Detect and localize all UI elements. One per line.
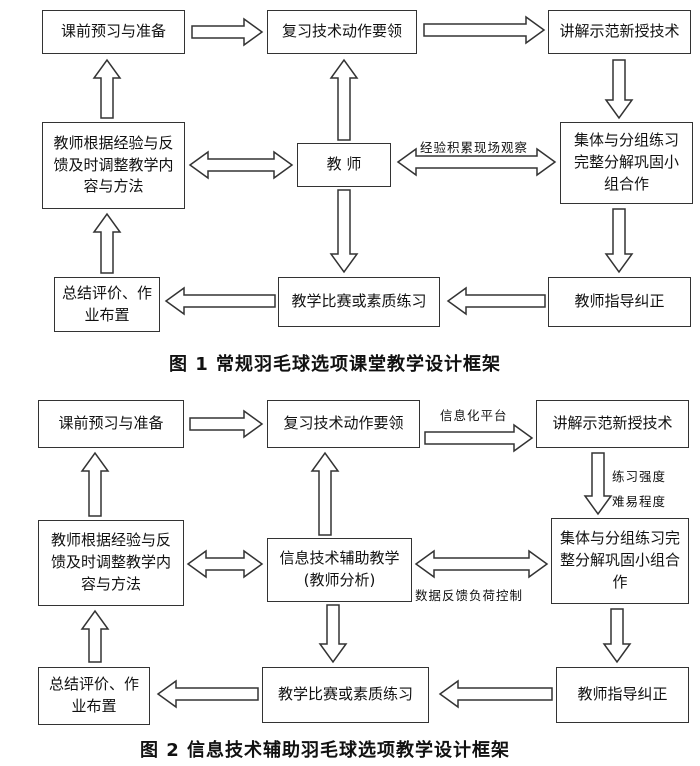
fig1-arrow-teacher-competition bbox=[329, 189, 359, 274]
fig2-arrow-explain-practice bbox=[583, 452, 613, 516]
fig2-feedback-label: 数据反馈负荷控制 bbox=[415, 588, 524, 603]
fig1-caption: 图 1 常规羽毛球选项课堂教学设计框架 bbox=[169, 354, 502, 375]
fig2-competition-box: 教学比赛或素质练习 bbox=[262, 667, 429, 723]
fig2-review-text: 复习技术动作要领 bbox=[283, 414, 404, 433]
fig2-teacher-box: 信息技术辅助教学(教师分析) bbox=[267, 538, 412, 602]
fig1-practice-group-box: 集体与分组练习完整分解巩固小组合作 bbox=[560, 122, 693, 204]
fig2-explain-text: 讲解示范新授技术 bbox=[552, 414, 673, 433]
fig2-guidance-box: 教师指导纠正 bbox=[556, 667, 689, 723]
fig1-arrow-adjust-teacher bbox=[188, 150, 294, 180]
fig1-arrow-preview-review bbox=[191, 17, 264, 47]
fig1-arrow-review-explain bbox=[423, 15, 546, 45]
fig1-arrow-teacher-review bbox=[329, 58, 359, 141]
fig1-summary-box: 总结评价、作业布置 bbox=[54, 277, 160, 332]
fig1-summary-text: 总结评价、作业布置 bbox=[61, 283, 152, 324]
fig2-teacher-text: 信息技术辅助教学(教师分析) bbox=[279, 549, 400, 589]
fig2-arrow-practice-guidance bbox=[602, 608, 632, 664]
fig2-arrow-summary-adjust bbox=[80, 609, 110, 663]
fig1-guidance-text: 教师指导纠正 bbox=[574, 292, 665, 311]
fig2-preview-text: 课前预习与准备 bbox=[58, 414, 164, 433]
fig2-caption: 图 2 信息技术辅助羽毛球选项教学设计框架 bbox=[140, 740, 511, 761]
fig1-arrow-summary-adjust bbox=[92, 212, 122, 274]
fig2-arrow-adjust-preview bbox=[80, 451, 110, 517]
fig2-preview-box: 课前预习与准备 bbox=[38, 400, 184, 448]
fig2-arrow-review-explain bbox=[424, 423, 534, 453]
fig2-adjust-box: 教师根据经验与反馈及时调整教学内容与方法 bbox=[38, 520, 184, 606]
fig1-adjust-box: 教师根据经验与反馈及时调整教学内容与方法 bbox=[42, 122, 185, 209]
fig2-practice-group-text: 集体与分组练习完整分解巩固小组合作 bbox=[559, 529, 680, 591]
fig2-review-box: 复习技术动作要领 bbox=[267, 400, 420, 448]
fig1-arrow-adjust-preview bbox=[92, 58, 122, 119]
fig1-arrow-guidance-competition bbox=[446, 286, 546, 316]
fig2-competition-text: 教学比赛或素质练习 bbox=[277, 685, 413, 704]
fig1-guidance-box: 教师指导纠正 bbox=[548, 277, 691, 327]
fig1-explain-box: 讲解示范新授技术 bbox=[548, 10, 691, 54]
fig2-platform-label: 信息化平台 bbox=[440, 408, 508, 423]
fig2-arrow-teacher-practice bbox=[414, 549, 549, 579]
fig2-guidance-text: 教师指导纠正 bbox=[577, 685, 668, 704]
fig2-arrow-teacher-competition bbox=[318, 604, 348, 664]
fig1-arrow-practice-guidance bbox=[604, 208, 634, 274]
fig2-arrow-competition-summary bbox=[156, 679, 259, 709]
fig2-arrow-teacher-review bbox=[310, 451, 340, 536]
fig2-adjust-text: 教师根据经验与反馈及时调整教学内容与方法 bbox=[50, 531, 171, 593]
fig1-review-text: 复习技术动作要领 bbox=[281, 22, 402, 41]
fig1-arrow-teacher-practice bbox=[396, 147, 557, 177]
fig2-arrow-preview-review bbox=[189, 409, 264, 439]
fig1-competition-box: 教学比赛或素质练习 bbox=[278, 277, 440, 327]
fig2-summary-text: 总结评价、作业布置 bbox=[48, 675, 139, 715]
fig2-practice-group-box: 集体与分组练习完整分解巩固小组合作 bbox=[551, 518, 689, 604]
fig2-summary-box: 总结评价、作业布置 bbox=[38, 667, 150, 725]
fig1-preview-box: 课前预习与准备 bbox=[42, 10, 185, 54]
fig2-difficulty-label: 难易程度 bbox=[612, 494, 667, 509]
fig2-arrow-adjust-teacher bbox=[186, 549, 264, 579]
fig1-teacher-text: 教 师 bbox=[326, 155, 362, 174]
fig1-review-box: 复习技术动作要领 bbox=[267, 10, 417, 54]
fig1-arrow-competition-summary bbox=[164, 286, 276, 316]
fig1-explain-text: 讲解示范新授技术 bbox=[559, 22, 680, 41]
fig1-competition-text: 教学比赛或素质练习 bbox=[291, 292, 427, 311]
fig2-intensity-label: 练习强度 bbox=[612, 469, 667, 484]
fig1-adjust-text: 教师根据经验与反馈及时调整教学内容与方法 bbox=[53, 133, 174, 196]
fig2-explain-box: 讲解示范新授技术 bbox=[536, 400, 689, 448]
fig1-practice-group-text: 集体与分组练习完整分解巩固小组合作 bbox=[573, 131, 679, 193]
fig1-preview-text: 课前预习与准备 bbox=[60, 22, 166, 41]
fig2-arrow-guidance-competition bbox=[438, 679, 553, 709]
fig1-observe-label: 经验积累现场观察 bbox=[420, 140, 529, 155]
fig1-arrow-explain-practice bbox=[604, 59, 634, 120]
fig1-teacher-box: 教 师 bbox=[297, 143, 391, 187]
